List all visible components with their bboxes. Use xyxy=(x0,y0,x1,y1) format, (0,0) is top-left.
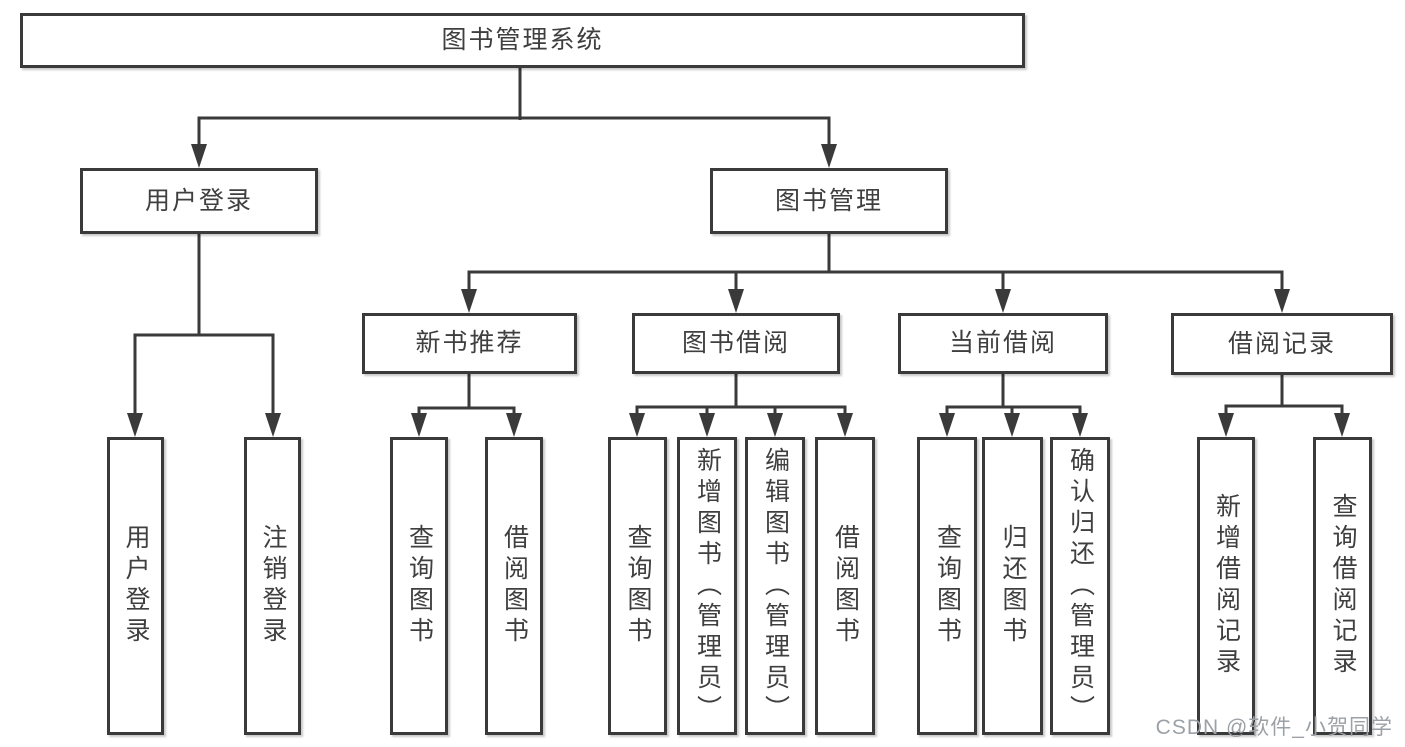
node-leaf-br-add-record-label: 新增借阅记录 xyxy=(1212,493,1241,679)
node-leaf-br-add-record: 新增借阅记录 xyxy=(1197,437,1255,735)
connector-userlogin-to-leaves xyxy=(127,232,281,437)
node-new-book-recommend: 新书推荐 xyxy=(362,313,577,374)
arrow-down-icon xyxy=(1218,413,1234,437)
node-leaf-bb-edit-book-label: 编辑图书（管理员） xyxy=(761,446,790,726)
arrow-down-icon xyxy=(506,413,522,437)
node-leaf-nbr-query-book-label: 查询图书 xyxy=(405,524,434,648)
connector-currentborrow-to-leaves xyxy=(939,372,1088,437)
arrow-down-icon xyxy=(629,413,645,437)
node-leaf-cb-return-book: 归还图书 xyxy=(982,437,1043,735)
arrow-down-icon xyxy=(728,289,744,313)
arrow-down-icon xyxy=(127,413,143,437)
node-root-label: 图书管理系统 xyxy=(441,26,604,54)
node-user-login: 用户登录 xyxy=(80,168,318,234)
arrow-down-icon xyxy=(1334,413,1350,437)
node-borrow-record: 借阅记录 xyxy=(1171,313,1393,375)
arrow-down-icon xyxy=(767,413,783,437)
watermark: CSDN @软件_小贺同学 xyxy=(1155,716,1393,739)
arrow-down-icon xyxy=(837,413,853,437)
node-leaf-logout-login-label: 注销登录 xyxy=(259,524,287,648)
node-leaf-br-query-record-label: 查询借阅记录 xyxy=(1329,493,1357,679)
node-leaf-br-query-record: 查询借阅记录 xyxy=(1313,437,1372,735)
node-leaf-user-login: 用户登录 xyxy=(107,437,164,735)
node-current-borrow-label: 当前借阅 xyxy=(948,329,1057,357)
node-leaf-bb-add-book-label: 新增图书（管理员） xyxy=(693,446,722,726)
connector-root-to-level1 xyxy=(191,66,837,168)
node-leaf-bb-query-book: 查询图书 xyxy=(608,437,667,735)
arrow-down-icon xyxy=(939,413,955,437)
node-book-management-label: 图书管理 xyxy=(774,186,883,215)
node-leaf-cb-confirm-return: 确认归还（管理员） xyxy=(1050,437,1110,735)
node-user-login-label: 用户登录 xyxy=(144,186,253,215)
arrow-down-icon xyxy=(1274,289,1290,313)
node-book-borrow: 图书借阅 xyxy=(632,313,840,374)
node-root: 图书管理系统 xyxy=(20,13,1025,68)
arrow-down-icon xyxy=(995,289,1011,313)
node-leaf-bb-edit-book: 编辑图书（管理员） xyxy=(745,437,805,735)
node-book-borrow-label: 图书借阅 xyxy=(681,329,790,357)
arrow-down-icon xyxy=(411,413,427,437)
connector-borrowrecord-to-leaves xyxy=(1218,374,1350,437)
arrow-down-icon xyxy=(699,413,715,437)
node-book-management: 图书管理 xyxy=(710,168,948,234)
arrow-down-icon xyxy=(191,144,207,168)
node-leaf-logout-login: 注销登录 xyxy=(244,437,301,735)
node-leaf-nbr-borrow-book: 借阅图书 xyxy=(485,437,543,735)
arrow-down-icon xyxy=(265,413,281,437)
arrow-down-icon xyxy=(1072,413,1088,437)
node-leaf-cb-confirm-return-label: 确认归还（管理员） xyxy=(1066,446,1095,726)
arrow-down-icon xyxy=(1004,413,1020,437)
node-leaf-bb-query-book-label: 查询图书 xyxy=(624,524,652,648)
connector-bookmgmt-to-level2 xyxy=(461,232,1290,313)
node-leaf-nbr-borrow-book-label: 借阅图书 xyxy=(500,524,529,648)
node-current-borrow: 当前借阅 xyxy=(898,313,1108,374)
node-borrow-record-label: 借阅记录 xyxy=(1227,329,1336,358)
node-leaf-bb-borrow-book-label: 借阅图书 xyxy=(831,524,860,648)
node-leaf-cb-query-book: 查询图书 xyxy=(917,437,977,735)
node-leaf-bb-add-book: 新增图书（管理员） xyxy=(677,437,737,735)
node-leaf-cb-return-book-label: 归还图书 xyxy=(999,524,1027,648)
node-new-book-recommend-label: 新书推荐 xyxy=(415,329,524,357)
node-leaf-nbr-query-book: 查询图书 xyxy=(390,437,448,735)
connector-bookborrow-to-leaves xyxy=(629,372,853,437)
arrow-down-icon xyxy=(821,144,837,168)
connector-newbook-to-leaves xyxy=(411,372,522,437)
arrow-down-icon xyxy=(461,289,477,313)
node-leaf-cb-query-book-label: 查询图书 xyxy=(933,524,962,648)
node-leaf-bb-borrow-book: 借阅图书 xyxy=(815,437,875,735)
node-leaf-user-login-label: 用户登录 xyxy=(122,524,150,648)
